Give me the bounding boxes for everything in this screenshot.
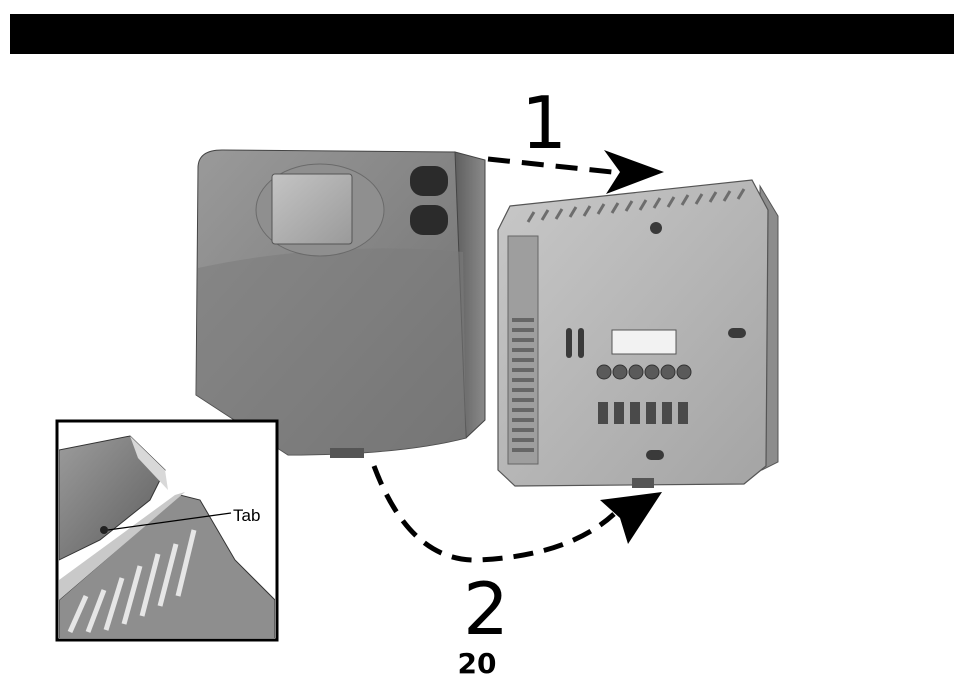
- step-2-label: 2: [463, 567, 509, 651]
- mount-hole-top: [650, 222, 662, 234]
- thermostat-front-cover: [196, 150, 485, 458]
- up-button-shape: [410, 166, 448, 196]
- down-button-shape: [410, 205, 448, 235]
- wall-plate: [498, 180, 778, 488]
- display-window: [272, 174, 352, 244]
- tab-callout-label: Tab: [233, 506, 260, 525]
- inset-detail-box: Tab: [57, 421, 277, 640]
- page-number: 20: [0, 647, 954, 680]
- plate-tab: [632, 478, 654, 488]
- arrow-step-1: [488, 150, 664, 194]
- step-1-label: 1: [521, 81, 567, 165]
